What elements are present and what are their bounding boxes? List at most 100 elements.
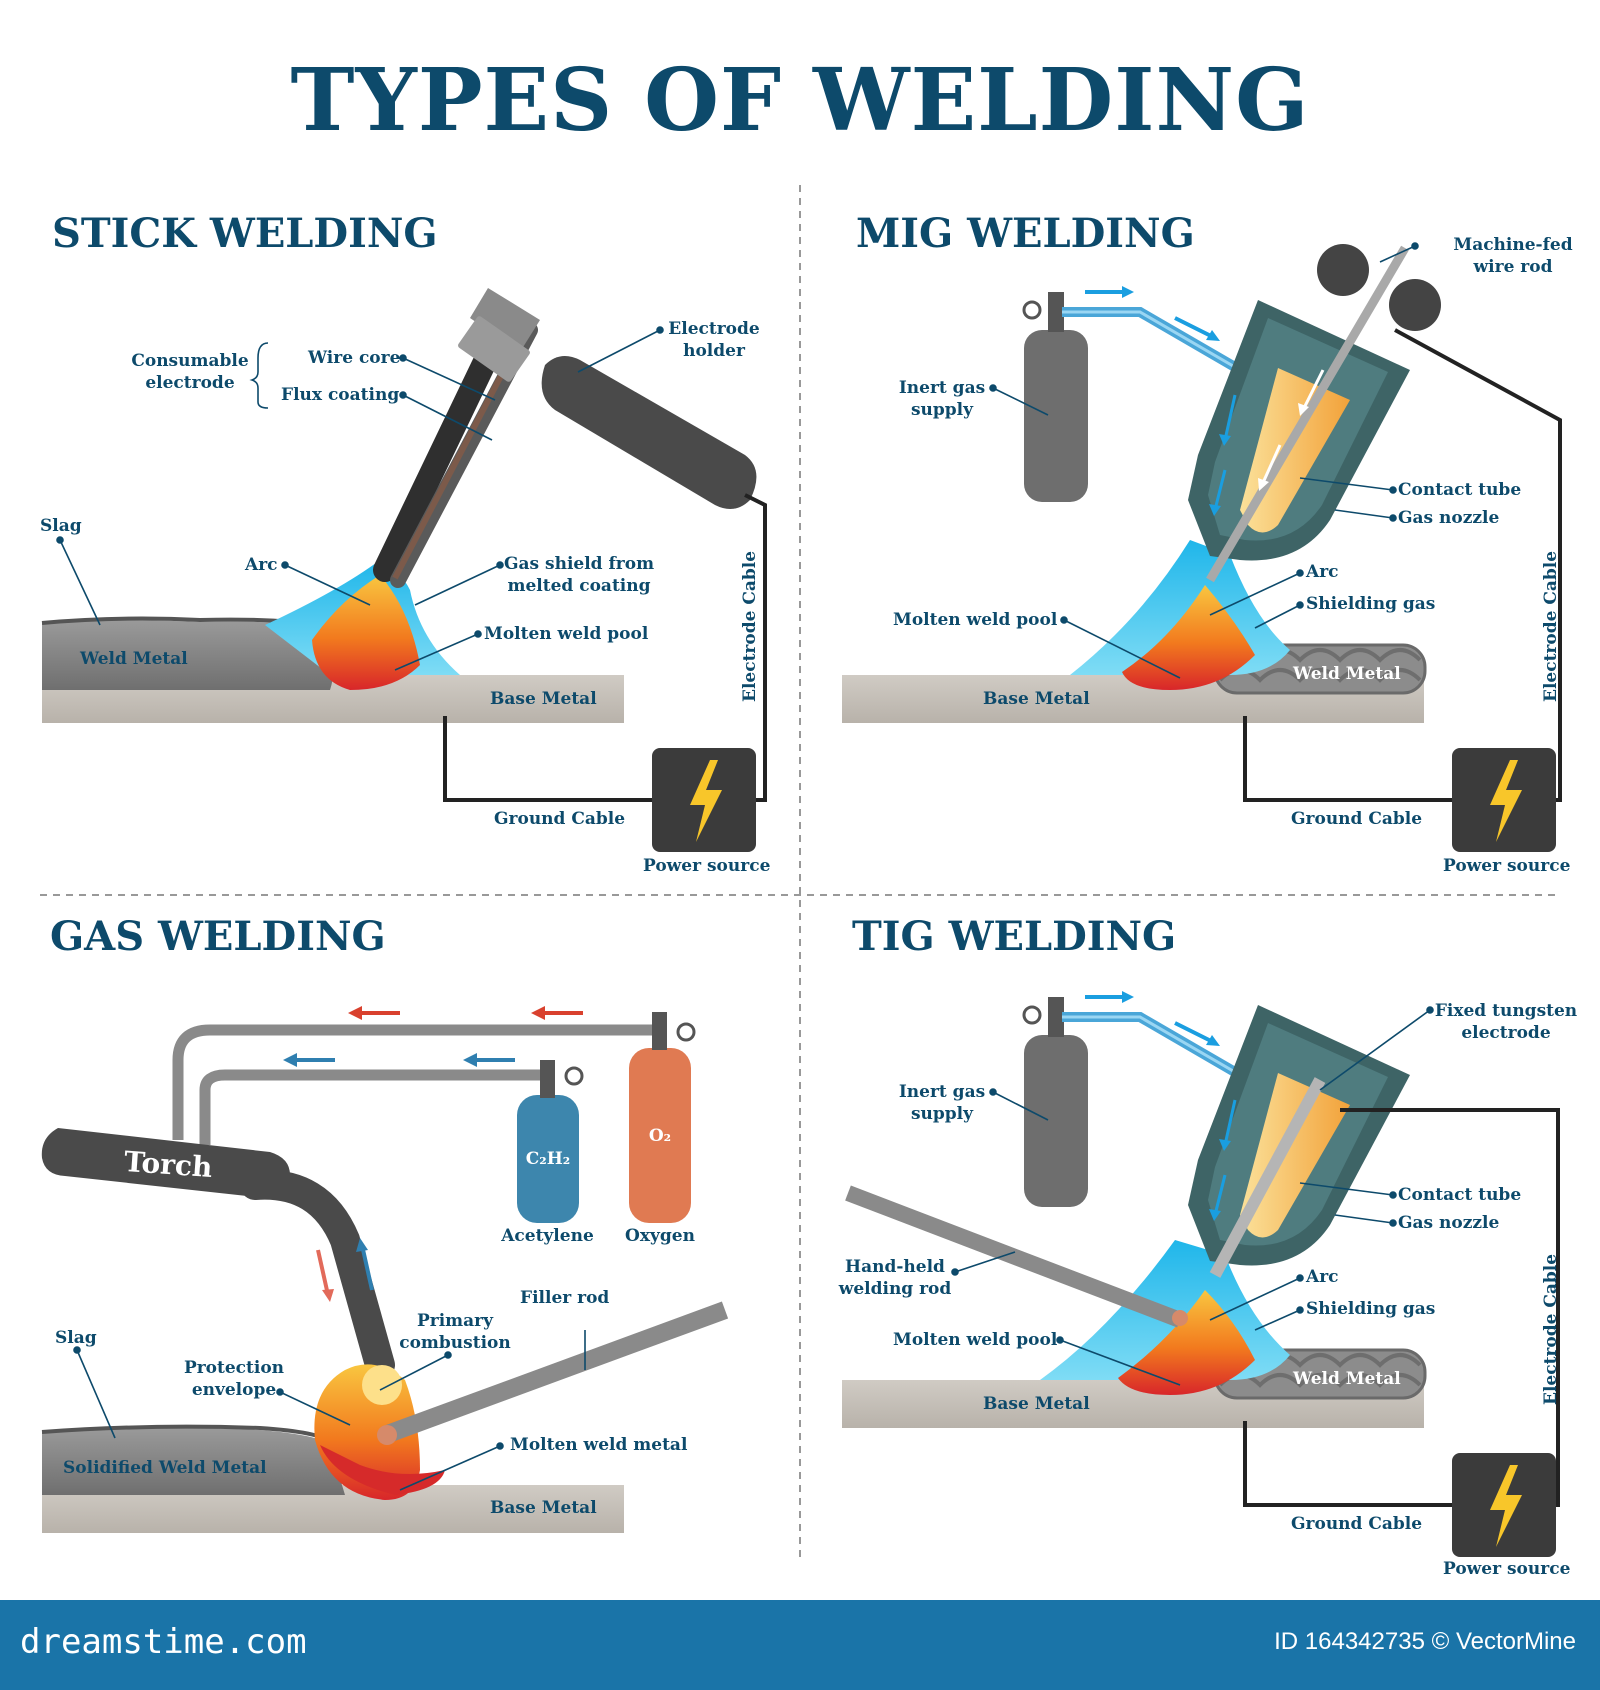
tig-tungsten: [1209, 1077, 1326, 1278]
mig-arc-label: Arc: [1306, 562, 1339, 582]
tig-contact-tube: [1240, 1073, 1350, 1238]
acetylene-label: Acetylene: [501, 1226, 594, 1246]
acetylene-formula: C₂H₂: [525, 1149, 571, 1169]
mig-bolt-icon: [1490, 760, 1522, 842]
stick-holder-handle: [541, 356, 757, 509]
stick-power-source-label: Power source: [643, 856, 771, 876]
gas-torch-handle: [41, 1128, 290, 1199]
main-title: TYPES OF WELDING: [290, 50, 1310, 151]
tig-power-source-label: Power source: [1443, 1559, 1571, 1579]
mig-molten-weld-pool-label: Molten weld pool: [893, 610, 1058, 630]
stick-ground-cable-label: Ground Cable: [494, 809, 626, 829]
tig-arc-label: Arc: [1306, 1267, 1339, 1287]
mig-ground-cable: [1243, 716, 1455, 802]
footer-image-id: ID 164342735 © VectorMine: [1274, 1628, 1576, 1655]
stick-holder-jaw: [458, 316, 530, 382]
stick-electrode-cable-label: Electrode Cable: [740, 550, 760, 702]
stick-holder-clamp: [470, 288, 540, 352]
mig-weld-metal-label: Weld Metal: [1293, 664, 1401, 684]
stick-weld-pool: [312, 575, 420, 690]
gas-filler-rod: [381, 1301, 729, 1444]
stick-molten-weld-pool-label: Molten weld pool: [484, 624, 649, 644]
tig-base-metal-label: Base Metal: [983, 1394, 1090, 1414]
stick-base-metal-label: Base Metal: [490, 689, 597, 709]
mig-shielding-gas-label: Shielding gas: [1306, 594, 1436, 614]
stick-ground-cable: [443, 716, 655, 802]
stick-weld-metal-label: Weld Metal: [80, 649, 188, 669]
tig-shielding-gas-label: Shielding gas: [1306, 1299, 1436, 1319]
mig-contact-tube-label: Contact tube: [1398, 480, 1522, 500]
mig-power-source-label: Power source: [1443, 856, 1571, 876]
gas-filler-rod-label: Filler rod: [520, 1288, 610, 1308]
gas-solidified-weld: [42, 1427, 345, 1495]
mig-gas-nozzle-label: Gas nozzle: [1398, 508, 1500, 528]
gas-solidified-weld-metal-label: Solidified Weld Metal: [63, 1458, 267, 1478]
tig-ground-cable: [1243, 1421, 1455, 1507]
mig-feed-roller-left: [1317, 244, 1369, 296]
gas-molten-weld-metal-label: Molten weld metal: [510, 1435, 688, 1455]
tig-diagram: [842, 991, 1560, 1557]
oxygen-formula: O₂: [648, 1126, 672, 1146]
stick-wire-core-label: Wire core: [308, 348, 401, 368]
mig-electrode-cable: [1394, 328, 1562, 802]
tig-bolt-icon: [1490, 1465, 1522, 1547]
tig-contact-tube-label: Contact tube: [1398, 1185, 1522, 1205]
stick-weld-metal: [42, 620, 334, 690]
tig-gas-cylinder: [1024, 1035, 1088, 1207]
mig-ground-cable-label: Ground Cable: [1291, 809, 1423, 829]
oxygen-label: Oxygen: [625, 1226, 695, 1246]
tig-hand-rod: [845, 1185, 1183, 1328]
gas-torch-label: Torch: [122, 1144, 214, 1185]
oxygen-cylinder: [629, 1048, 691, 1223]
mig-wire: [1206, 245, 1409, 583]
gas-torch-neck: [240, 1169, 395, 1380]
acetylene-cylinder: [517, 1095, 579, 1223]
tig-ground-cable-label: Ground Cable: [1291, 1514, 1423, 1534]
stick-slag-label: Slag: [40, 516, 82, 536]
stick-bolt-icon: [690, 760, 722, 842]
stick-arc-label: Arc: [245, 555, 278, 575]
gas-oxygen-hose: [172, 1024, 666, 1140]
gas-diagram: [41, 1006, 729, 1533]
tig-weld-pool: [1118, 1290, 1255, 1395]
tig-gas-nozzle-label: Gas nozzle: [1398, 1213, 1500, 1233]
tig-molten-weld-pool-label: Molten weld pool: [893, 1330, 1058, 1350]
tig-weld-metal-label: Weld Metal: [1293, 1369, 1401, 1389]
mig-gas-hose: [1062, 307, 1243, 375]
gas-primary-combustion: [362, 1365, 402, 1405]
stick-title: STICK WELDING: [52, 210, 438, 257]
mig-base-metal-label: Base Metal: [983, 689, 1090, 709]
tig-title: TIG WELDING: [852, 913, 1177, 960]
mig-contact-tube: [1240, 368, 1350, 533]
stick-electrode-cable: [744, 493, 767, 802]
mig-electrode-cable-label: Electrode Cable: [1541, 550, 1561, 702]
mig-diagram: [842, 244, 1562, 852]
stick-flux-coating-label: Flux coating: [281, 385, 400, 405]
mig-title: MIG WELDING: [856, 210, 1195, 257]
mig-weld-pool: [1122, 585, 1255, 690]
gas-title: GAS WELDING: [50, 913, 386, 960]
leader-lines: [56, 242, 1434, 1491]
tig-electrode-cable-label: Electrode Cable: [1541, 1253, 1561, 1405]
stick-diagram: [41, 288, 767, 852]
gas-base-metal-label: Base Metal: [490, 1498, 597, 1518]
mig-gas-cylinder: [1024, 330, 1088, 502]
gas-acetylene-hose: [199, 1069, 554, 1145]
gas-slag-label: Slag: [55, 1328, 97, 1348]
tig-gas-hose: [1062, 1012, 1243, 1080]
mig-feed-roller-right: [1389, 279, 1441, 331]
footer-bar: dreamstime.com ID 164342735 © VectorMine: [0, 1600, 1600, 1690]
footer-site[interactable]: dreamstime.com: [20, 1622, 307, 1662]
